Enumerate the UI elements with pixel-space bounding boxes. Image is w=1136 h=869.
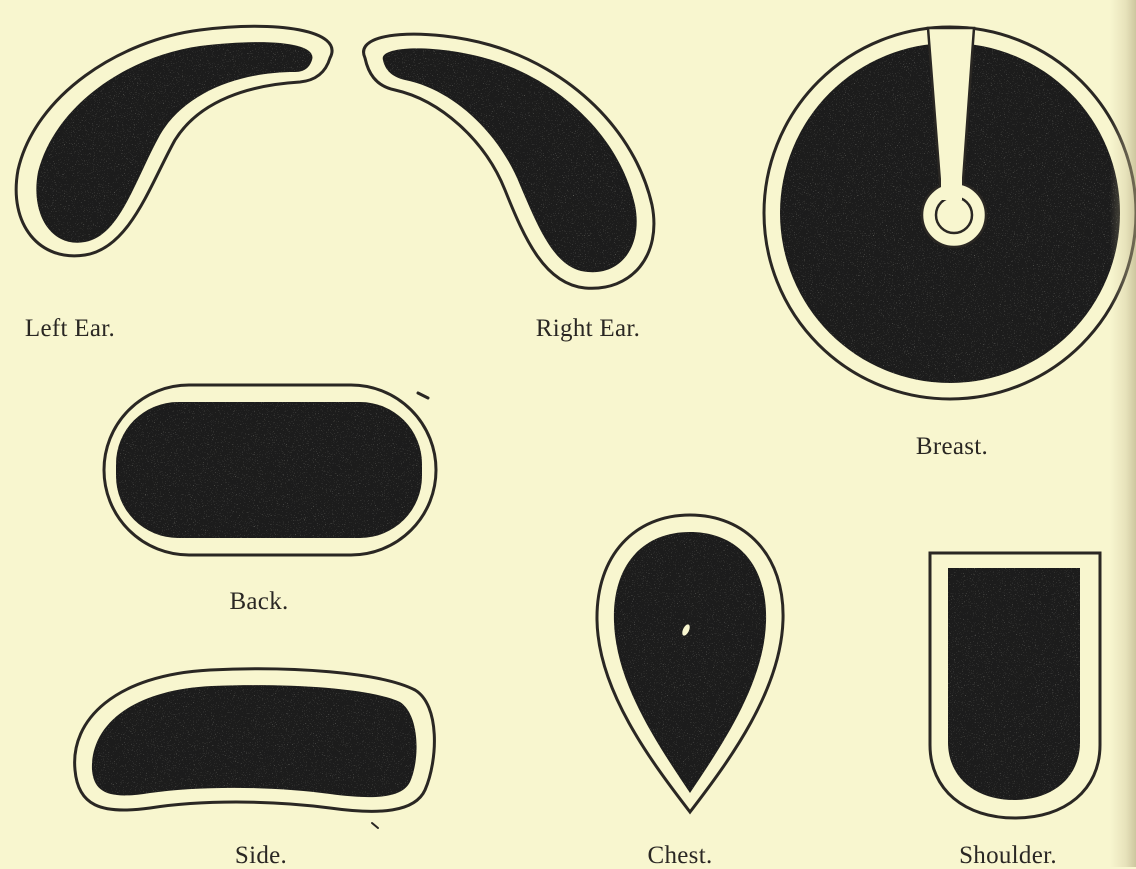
caption-back: Back. bbox=[229, 589, 288, 614]
back-pad bbox=[104, 385, 436, 555]
left-ear-pad bbox=[16, 26, 332, 256]
caption-chest: Chest. bbox=[648, 843, 713, 868]
caption-left-ear: Left Ear. bbox=[25, 316, 115, 341]
chest-pad bbox=[597, 515, 783, 812]
side-pad bbox=[75, 669, 435, 812]
caption-right-ear: Right Ear. bbox=[536, 316, 640, 341]
shoulder-pad bbox=[930, 553, 1100, 818]
caption-breast: Breast. bbox=[916, 434, 988, 459]
right-ear-pad bbox=[364, 34, 654, 288]
print-mark bbox=[418, 393, 428, 398]
caption-shoulder: Shoulder. bbox=[959, 843, 1057, 868]
caption-side: Side. bbox=[235, 843, 287, 868]
page-gutter-shadow bbox=[1110, 0, 1136, 867]
breast-pad bbox=[764, 27, 1136, 399]
print-mark bbox=[372, 823, 378, 828]
